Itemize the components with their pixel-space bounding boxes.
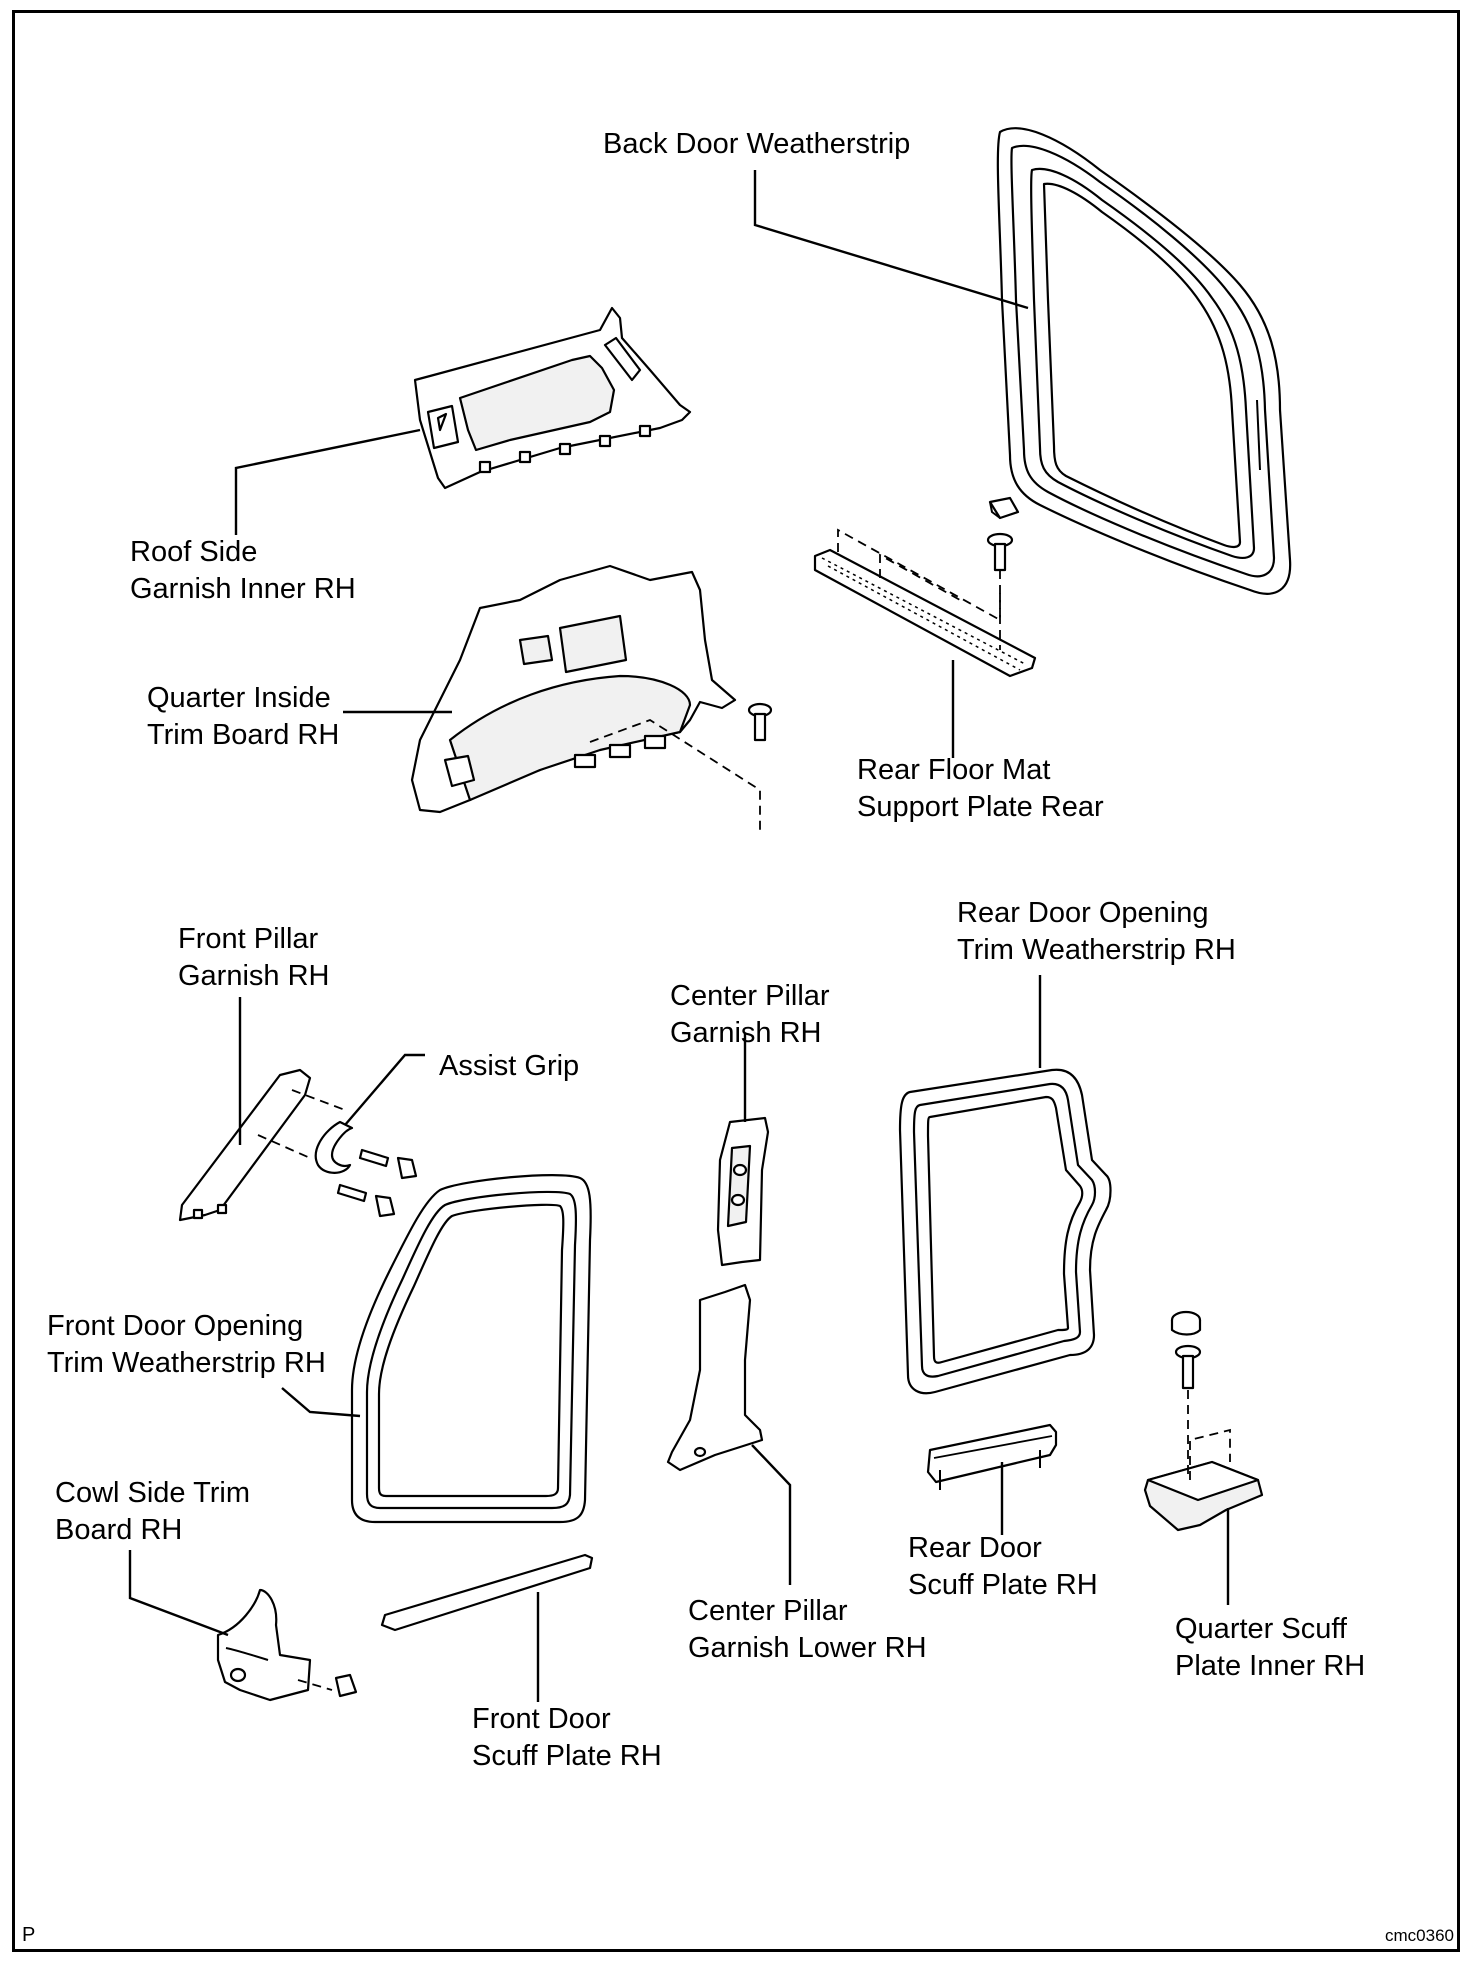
leader-roof-side-garnish	[234, 428, 421, 535]
assist-grip-bolts	[336, 1148, 418, 1218]
label-rear-door-scuff: Rear Door Scuff Plate RH	[908, 1532, 1098, 1601]
hidden-line-cowl	[297, 1679, 333, 1691]
leader-center-pillar-lower	[751, 1444, 792, 1585]
leader-front-door-opening-trim	[281, 1387, 361, 1418]
clip-mat-plate	[988, 496, 1020, 520]
back-door-weatherstrip	[996, 127, 1292, 595]
label-front-door-scuff: Front Door Scuff Plate RH	[472, 1703, 662, 1772]
hidden-line-mat-plate-2	[879, 553, 961, 601]
figure-code: cmc0360	[1385, 1926, 1454, 1945]
rear-door-scuff-plate-rh	[926, 1423, 1058, 1490]
cowl-clip	[334, 1673, 358, 1698]
assist-grip	[314, 1120, 354, 1174]
front-pillar-garnish-rh	[178, 1068, 312, 1222]
label-rear-floor-mat: Rear Floor Mat Support Plate Rear	[857, 754, 1104, 823]
label-cowl-side-trim: Cowl Side Trim Board RH	[55, 1477, 250, 1546]
rear-floor-mat-support-plate-rear	[813, 548, 1037, 678]
hidden-line-front-pillar	[257, 1089, 346, 1159]
cap-quarter-scuff	[1170, 1310, 1202, 1336]
screw-mat-plate	[986, 532, 1014, 572]
label-rear-door-opening-trim: Rear Door Opening Trim Weatherstrip RH	[957, 897, 1236, 966]
quarter-scuff-plate-inner-rh	[1143, 1460, 1264, 1532]
leader-cowl-side-trim	[128, 1550, 229, 1637]
label-front-pillar-garnish: Front Pillar Garnish RH	[178, 923, 330, 992]
center-pillar-garnish-lower-rh	[666, 1283, 764, 1472]
roof-side-garnish-inner-rh	[413, 306, 692, 490]
front-door-opening-trim-weatherstrip-rh	[350, 1174, 592, 1524]
footer-left-mark: P	[22, 1924, 36, 1946]
label-quarter-scuff: Quarter Scuff Plate Inner RH	[1175, 1613, 1366, 1682]
cowl-side-trim-board-rh	[216, 1588, 312, 1702]
hidden-line-quarter-scuff	[1189, 1428, 1231, 1480]
label-quarter-inside-trim: Quarter Inside Trim Board RH	[147, 682, 340, 751]
leader-back-door-weatherstrip	[753, 170, 1029, 310]
front-door-scuff-plate-rh	[380, 1553, 594, 1632]
hidden-line-quarter-trim	[589, 719, 761, 832]
label-center-pillar-garnish: Center Pillar Garnish RH	[670, 980, 830, 1049]
leader-assist-grip	[344, 1053, 425, 1126]
label-center-pillar-garnish-lower: Center Pillar Garnish Lower RH	[688, 1595, 927, 1664]
label-roof-side-garnish: Roof Side Garnish Inner RH	[130, 536, 356, 605]
label-back-door-weatherstrip: Back Door Weatherstrip	[603, 128, 911, 160]
screw-quarter-scuff	[1174, 1344, 1202, 1390]
label-assist-grip: Assist Grip	[439, 1050, 580, 1082]
quarter-inside-trim-board-rh	[410, 564, 737, 814]
rear-door-opening-trim-weatherstrip-rh	[898, 1068, 1112, 1395]
label-front-door-opening-trim: Front Door Opening Trim Weatherstrip RH	[47, 1310, 326, 1379]
diagram-border	[12, 10, 1460, 1952]
trim-screw-quarter	[747, 702, 773, 742]
center-pillar-garnish-rh	[716, 1116, 770, 1267]
